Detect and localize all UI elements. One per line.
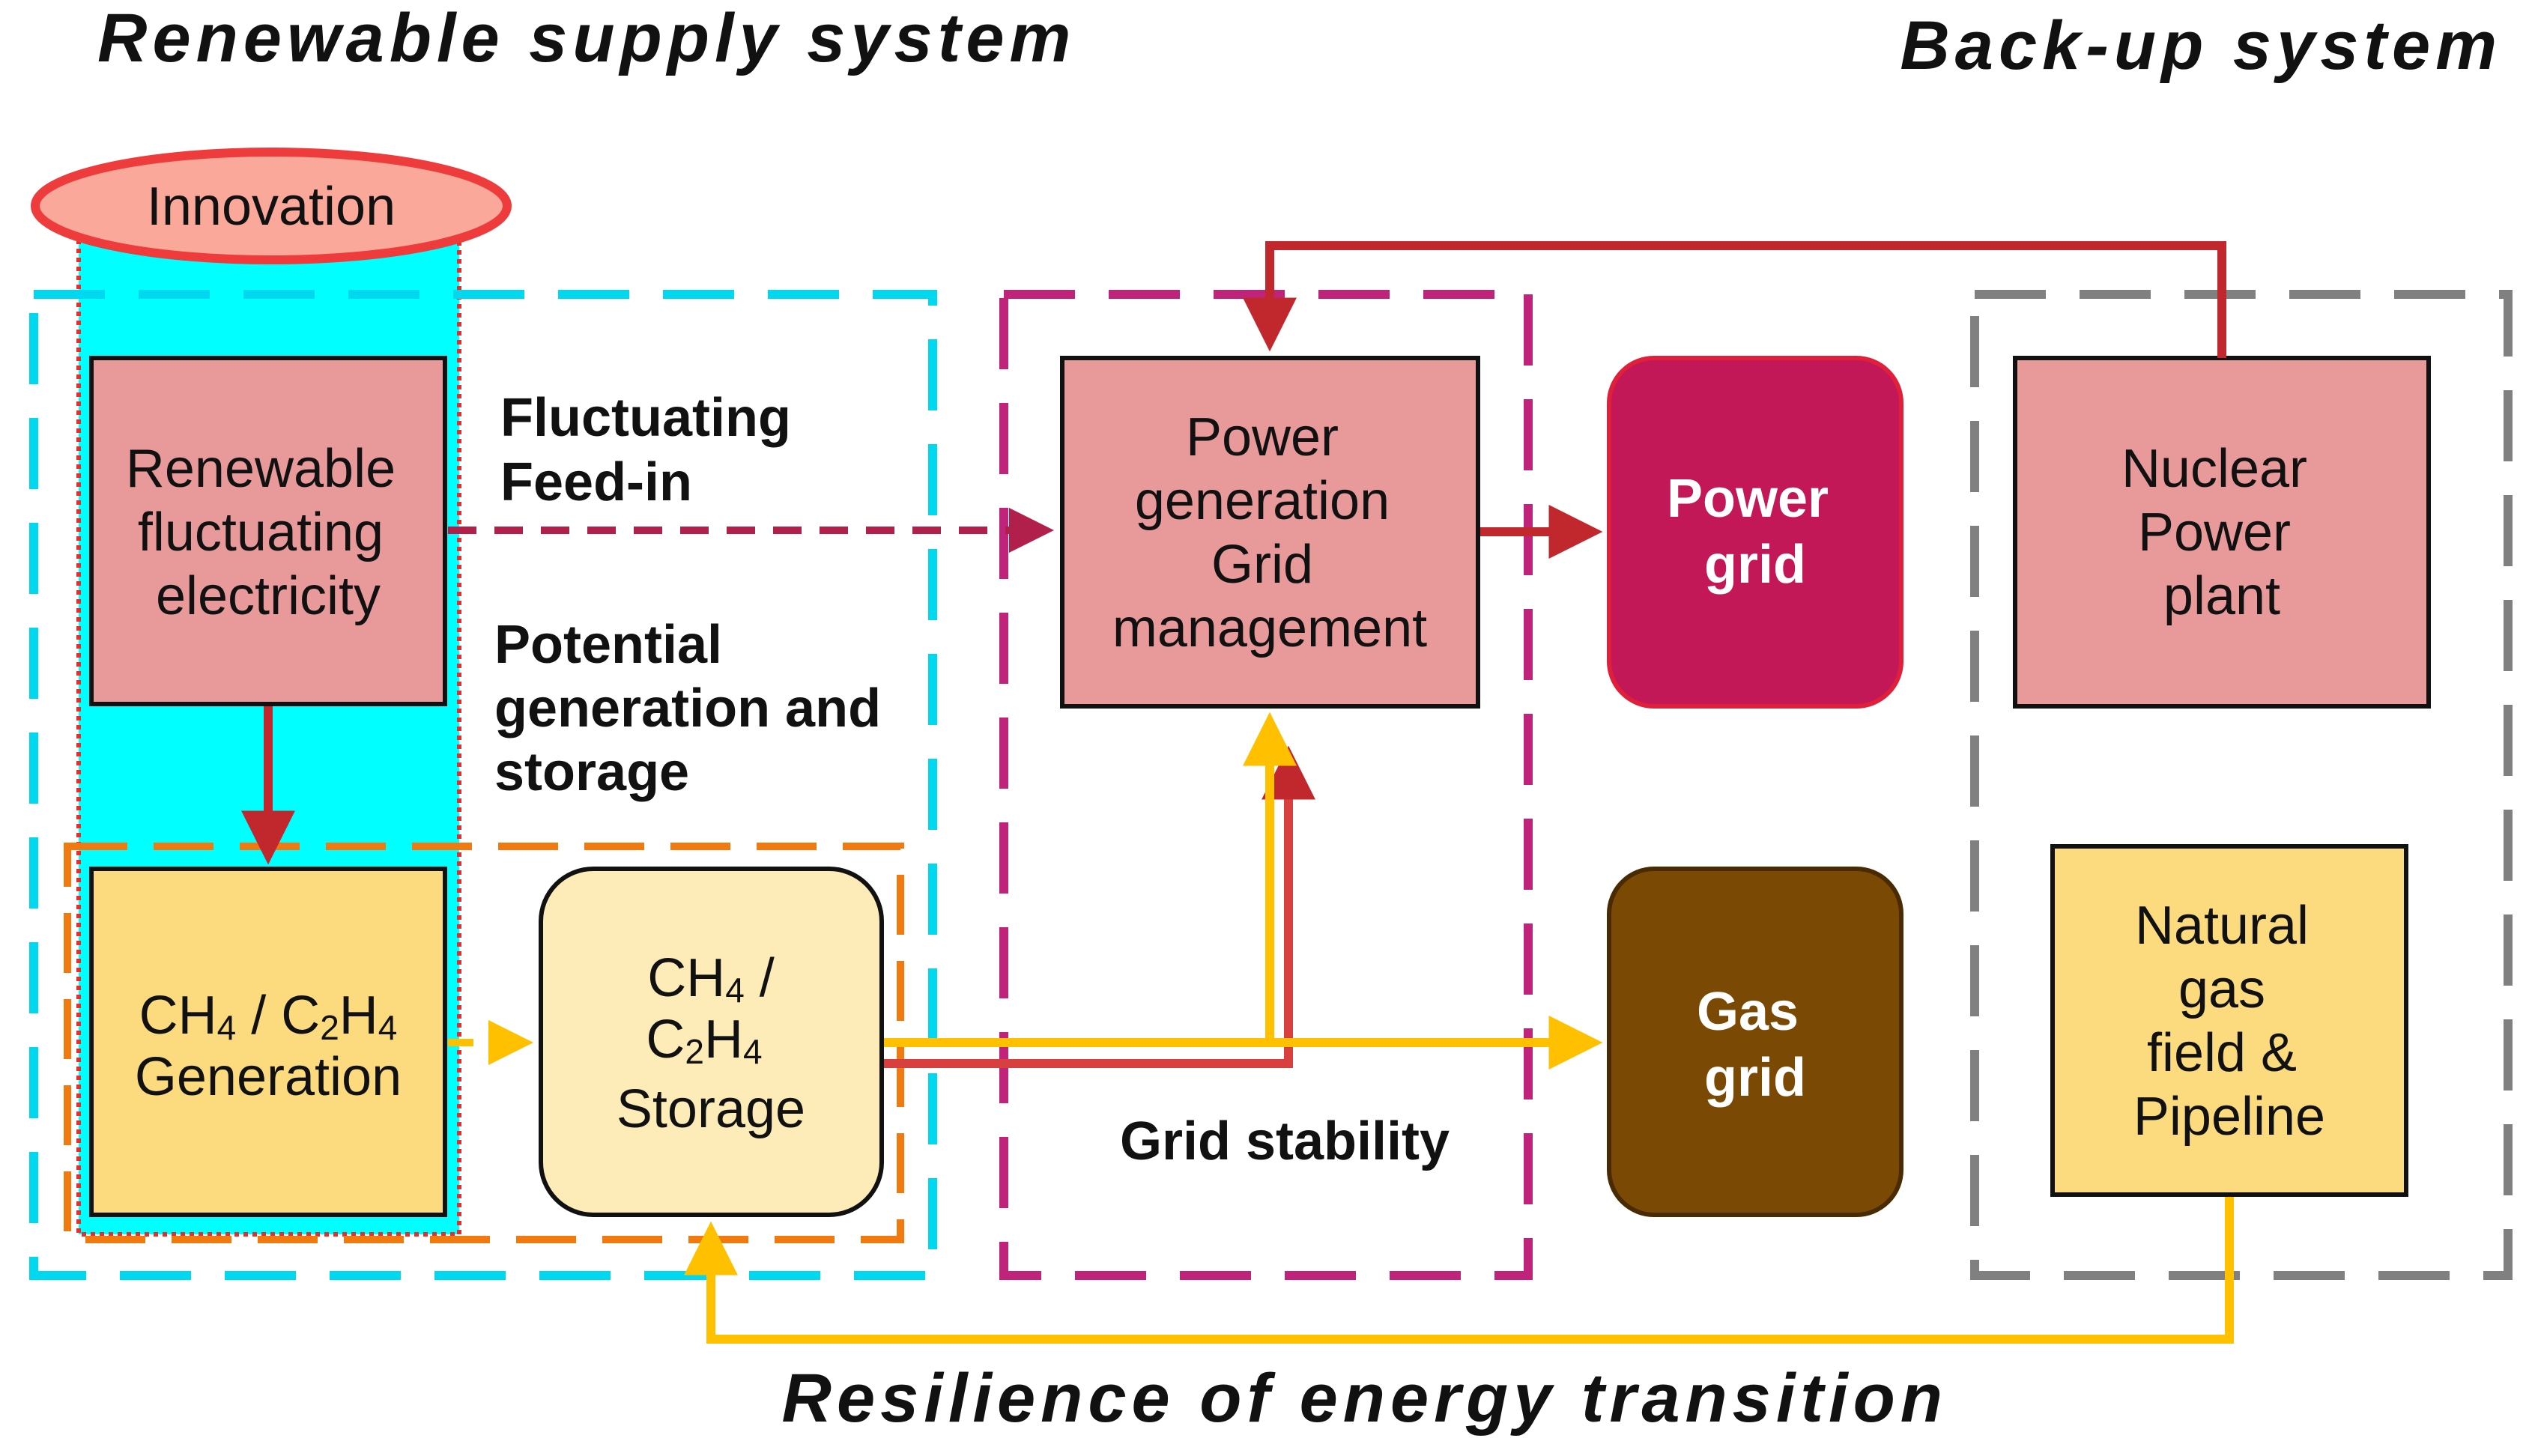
storage-group-frame — [64, 843, 904, 1243]
renewable-electricity-node: Renewable fluctuating electricity — [89, 356, 447, 706]
gas-grid-node: Gas grid — [1607, 867, 1903, 1217]
generation-node: CH4 / C2H4 Generation — [89, 867, 447, 1217]
innovation-node: Innovation — [31, 148, 512, 264]
generation-formula: CH4 / C2H4 — [139, 986, 398, 1047]
fluctuating-feedin-label: Fluctuating Feed-in — [500, 388, 806, 512]
heading-backup: Back-up system — [1900, 7, 2502, 84]
potential-generation-label: Potential generation and storage — [494, 615, 896, 802]
natural-gas-label: Natural gas field & Pipeline — [2133, 896, 2325, 1147]
nuclear-plant-label: Nuclear Power plant — [2121, 439, 2322, 626]
storage-label: Storage — [617, 1079, 805, 1139]
arrow-storage-to-power-red — [884, 745, 1315, 1068]
storage-formula-1: CH4 / — [647, 948, 775, 1010]
heading-resilience: Resilience of energy transition — [782, 1360, 1948, 1437]
nuclear-plant-node: Nuclear Power plant — [2013, 356, 2431, 709]
renewable-electricity-label: Renewable fluctuating electricity — [126, 439, 411, 626]
arrow-nuclear-to-power — [1243, 241, 2226, 358]
natural-gas-node: Natural gas field & Pipeline — [2050, 844, 2408, 1197]
storage-node: CH4 / C2H4 Storage — [539, 867, 884, 1217]
power-grid-node: Power grid — [1607, 356, 1903, 709]
arrow-natural-gas-to-storage — [684, 1197, 2234, 1344]
power-grid-label: Power grid — [1667, 469, 1844, 595]
innovation-label: Innovation — [147, 177, 396, 237]
grid-stability-label: Grid stability — [1120, 1111, 1450, 1171]
power-generation-label: Power generation Grid management — [1112, 407, 1427, 658]
renewable-group-frame — [29, 290, 937, 1280]
backup-group-frame — [1970, 290, 2513, 1280]
generation-label: Generation — [135, 1047, 402, 1107]
storage-formula-2: C2H4 — [646, 1010, 762, 1071]
heading-renewable-supply: Renewable supply system — [97, 0, 1076, 76]
power-generation-node: Power generation Grid management — [1060, 356, 1480, 709]
gas-grid-label: Gas grid — [1697, 982, 1814, 1108]
arrow-storage-to-power-yellow — [884, 712, 1297, 1047]
